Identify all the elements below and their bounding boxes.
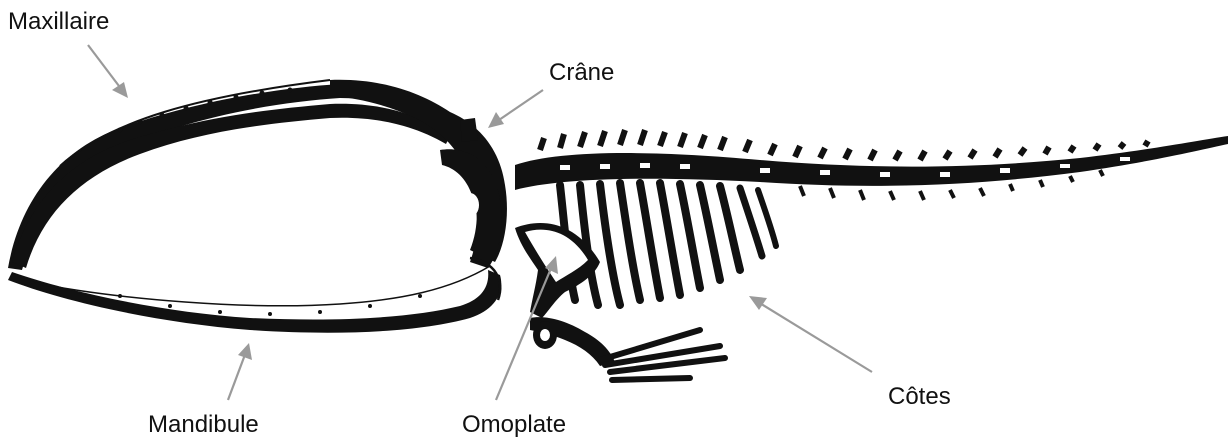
arrow-crane bbox=[488, 90, 543, 128]
maxillary-bone bbox=[8, 80, 450, 270]
skeleton bbox=[8, 80, 1228, 380]
flipper bbox=[530, 317, 725, 380]
label-crane: Crâne bbox=[549, 59, 614, 86]
label-mandibule: Mandibule bbox=[148, 411, 259, 438]
label-maxillaire: Maxillaire bbox=[8, 8, 109, 35]
arrow-mandibule bbox=[228, 343, 252, 400]
arrow-maxillaire bbox=[88, 45, 128, 98]
ribs bbox=[560, 183, 776, 305]
mandible bbox=[8, 258, 501, 333]
arrow-cotes bbox=[749, 296, 872, 372]
label-cotes: Côtes bbox=[888, 383, 951, 410]
label-omoplate: Omoplate bbox=[462, 411, 566, 438]
